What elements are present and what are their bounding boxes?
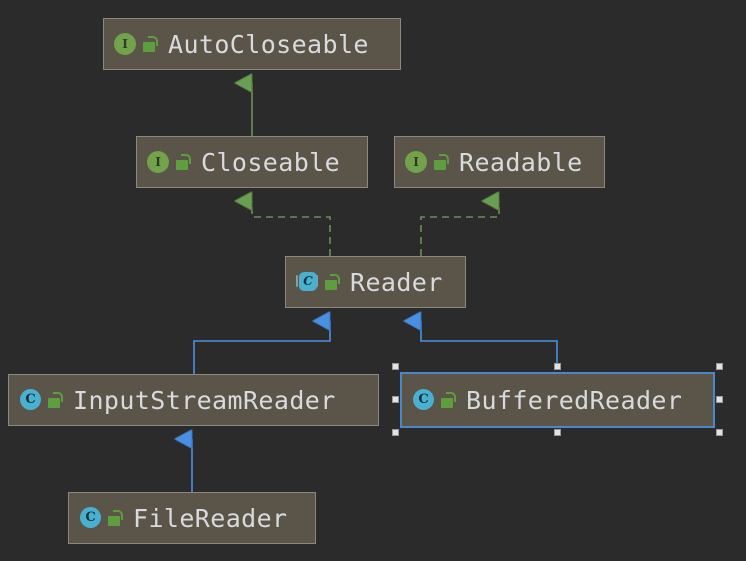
handle-top-right[interactable] [716,363,723,370]
handle-top-left[interactable] [392,363,399,370]
unlocked-padlock-icon [433,153,449,171]
class-node-filereader[interactable]: C FileReader [68,492,316,544]
handle-middle-left[interactable] [392,396,399,403]
handle-middle-right[interactable] [716,396,723,403]
interface-icon: I [147,151,169,173]
class-node-closeable[interactable]: I Closeable [136,136,368,188]
node-label: Readable [459,147,583,177]
node-label: FileReader [133,503,288,533]
node-label: BufferedReader [466,385,683,415]
class-icon: C [412,389,434,411]
edge-reader-implements-closeable [252,201,331,256]
class-node-autocloseable[interactable]: I AutoCloseable [103,18,401,70]
class-node-reader[interactable]: C Reader [285,256,466,308]
node-label: AutoCloseable [168,29,369,59]
class-icon: C [19,389,41,411]
edge-bufferedreader-extends-reader [421,321,558,366]
class-node-inputstreamreader[interactable]: C InputStreamReader [8,374,379,426]
unlocked-padlock-icon [142,35,158,53]
edge-reader-implements-readable [420,201,500,256]
node-label: Reader [350,267,443,297]
unlocked-padlock-icon [175,153,191,171]
node-label: InputStreamReader [73,385,336,415]
handle-bottom-center[interactable] [554,429,561,436]
class-node-bufferedreader[interactable]: C BufferedReader [400,372,715,428]
unlocked-padlock-icon [440,391,456,409]
node-label: Closeable [201,147,341,177]
unlocked-padlock-icon [107,509,123,527]
class-node-readable[interactable]: I Readable [394,136,605,188]
edge-inputstreamreader-extends-reader [193,321,331,374]
interface-icon: I [405,151,427,173]
unlocked-padlock-icon [324,273,340,291]
handle-bottom-right[interactable] [716,429,723,436]
unlocked-padlock-icon [47,391,63,409]
interface-icon: I [114,33,136,55]
handle-top-center[interactable] [554,363,561,370]
class-icon: C [79,507,101,529]
handle-bottom-left[interactable] [392,429,399,436]
abstract-class-icon: C [296,271,318,293]
